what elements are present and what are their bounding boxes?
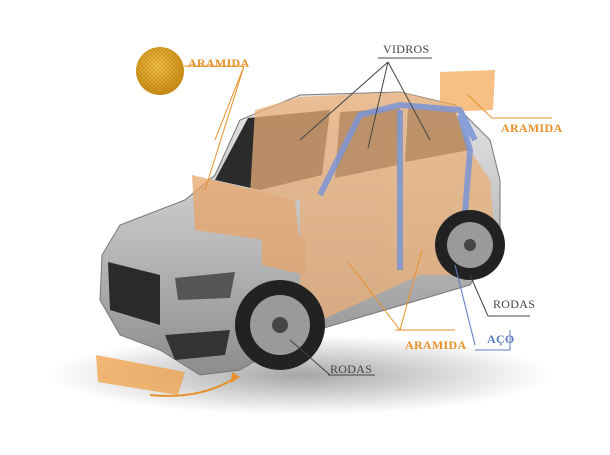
label-rodas-bottom: RODAS: [330, 362, 373, 376]
callout-lines: [184, 57, 552, 376]
label-aco: AÇO: [487, 332, 515, 346]
rear-wheel: [435, 210, 505, 280]
label-aramida-top-left: ARAMIDA: [188, 56, 250, 70]
label-vidros: VIDROS: [383, 42, 430, 56]
label-aramida-bottom: ARAMIDA: [405, 338, 467, 352]
wheel-arrow: [149, 377, 236, 397]
aramid-panels: [96, 70, 495, 395]
label-rodas-right: RODAS: [493, 297, 536, 311]
front-wheel: [235, 280, 325, 370]
aramid-fabric-swatch: [136, 47, 184, 95]
label-aramida-top-right: ARAMIDA: [501, 121, 563, 135]
